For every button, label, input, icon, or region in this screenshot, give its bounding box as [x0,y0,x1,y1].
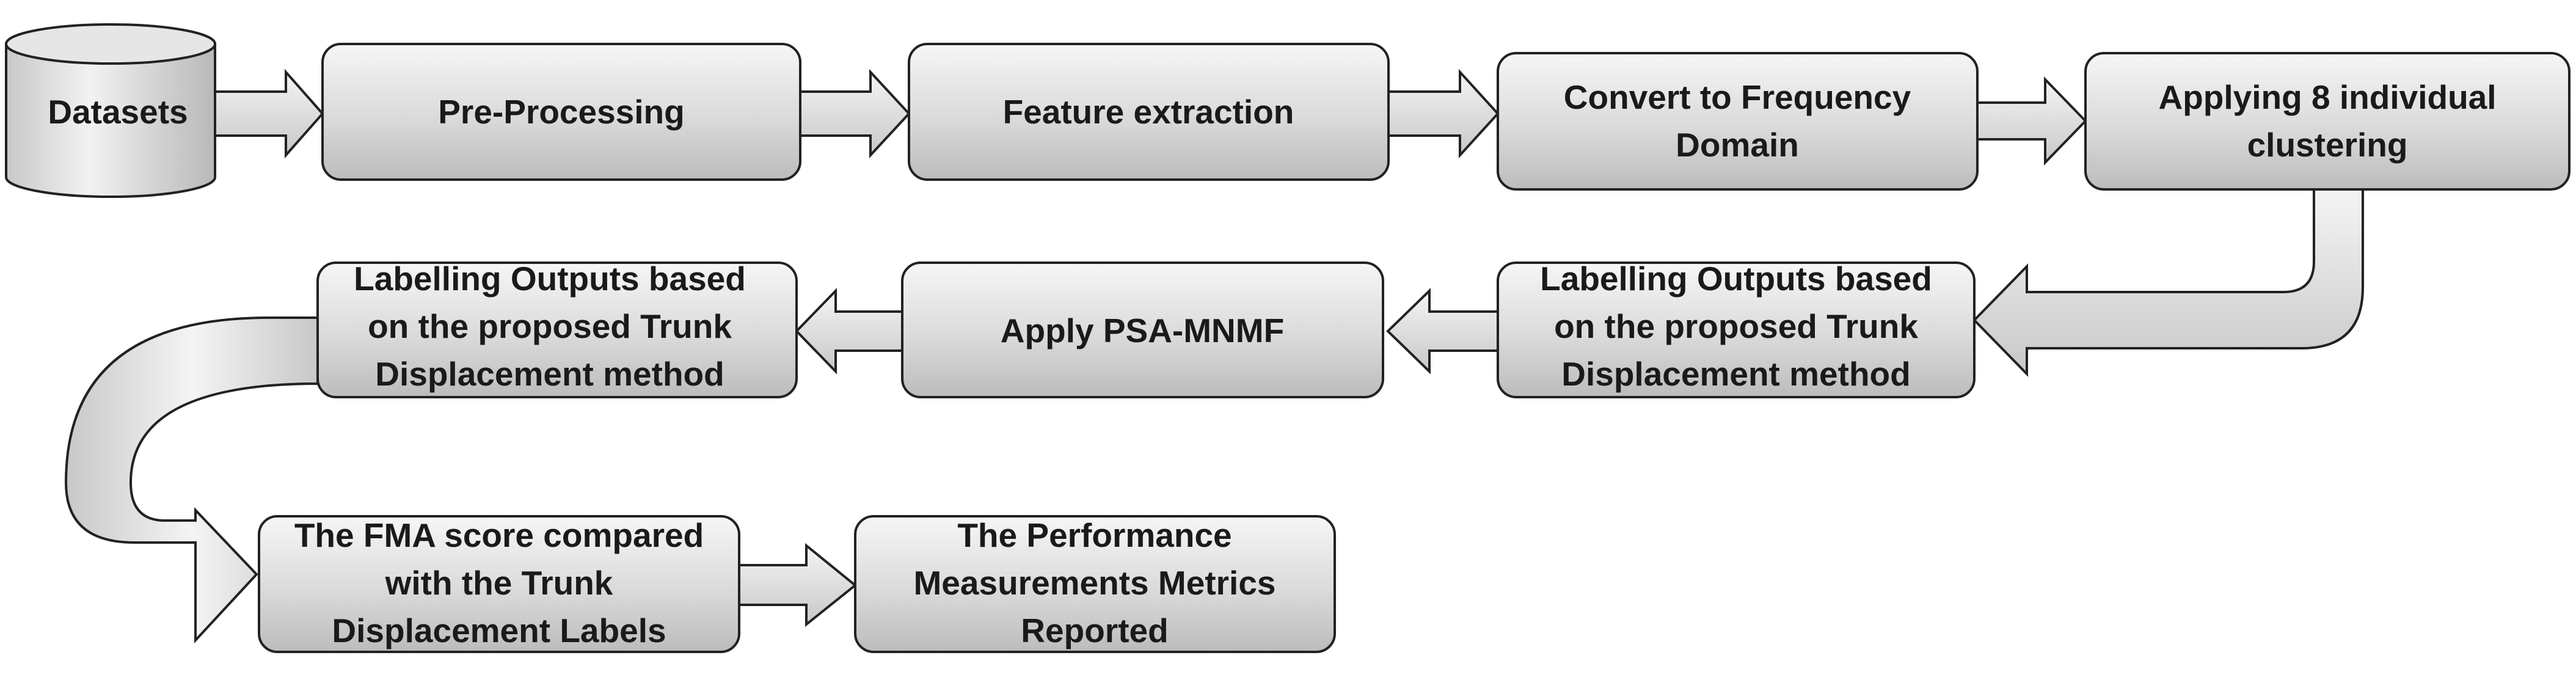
fma-score-line: Displacement Labels [332,612,666,649]
feature-extraction-label: Feature extraction [1003,93,1294,131]
labelling-outputs-left-line: Displacement method [375,355,724,393]
datasets-line: Datasets [48,93,188,131]
fma-score-line: The FMA score compared [294,516,704,554]
performance-metrics-line: Measurements Metrics [913,564,1275,602]
fma-score-line: with the Trunk [385,564,613,602]
cylinder-top [5,23,216,65]
node-labelling-outputs-right: Labelling Outputs based on the proposed T… [1497,260,1976,398]
labelling-outputs-right-label: Labelling Outputs based on the proposed T… [1540,260,1932,393]
convert-frequency-line: Domain [1676,126,1799,164]
applying-clustering-line: clustering [2247,126,2408,164]
feature-extraction-line: Feature extraction [1003,93,1294,131]
node-labelling-outputs-left: Labelling Outputs based on the proposed T… [316,260,798,398]
applying-clustering-line: Applying 8 individual [2158,78,2496,116]
arrow-fma-to-performance [738,543,858,627]
labelling-outputs-left-label: Labelling Outputs based on the proposed T… [354,260,746,393]
convert-frequency-line: Convert to Frequency [1564,78,1911,116]
arrow-labelling-right-to-psa [1386,288,1499,375]
node-feature-extraction: Feature extraction [908,43,1390,181]
arrow-datasets-to-preprocessing [214,68,324,159]
arrow-clustering-to-labelling-right [1972,188,2364,377]
node-datasets: Datasets [5,23,216,198]
applying-clustering-label: Applying 8 individual clustering [2158,78,2496,164]
arrow-labelling-left-to-fma [64,316,319,644]
node-apply-psa-mnmf: Apply PSA-MNMF [901,261,1384,398]
preprocessing-label: Pre-Processing [438,93,685,131]
labelling-outputs-left-line: on the proposed Trunk [368,307,732,345]
labelling-outputs-right-line: Labelling Outputs based [1540,260,1932,298]
performance-metrics-line: The Performance [957,516,1231,554]
labelling-outputs-right-line: on the proposed Trunk [1554,307,1918,345]
preprocessing-line: Pre-Processing [438,93,685,131]
database-cylinder-icon [5,43,216,198]
node-applying-clustering: Applying 8 individual clustering [2084,52,2571,191]
arrow-feature-extraction-to-convert [1387,68,1500,159]
node-preprocessing: Pre-Processing [321,43,801,181]
arrow-psa-to-labelling-left [795,288,903,375]
arrow-convert-to-clustering [1976,76,2087,166]
apply-psa-mnmf-label: Apply PSA-MNMF [1001,312,1284,349]
arrow-preprocessing-to-feature-extraction [799,68,911,159]
performance-metrics-line: Reported [1021,612,1168,649]
apply-psa-mnmf-line: Apply PSA-MNMF [1001,312,1284,349]
labelling-outputs-right-line: Displacement method [1561,355,1911,393]
labelling-outputs-left-line: Labelling Outputs based [354,260,746,298]
datasets-label: Datasets [48,93,188,131]
